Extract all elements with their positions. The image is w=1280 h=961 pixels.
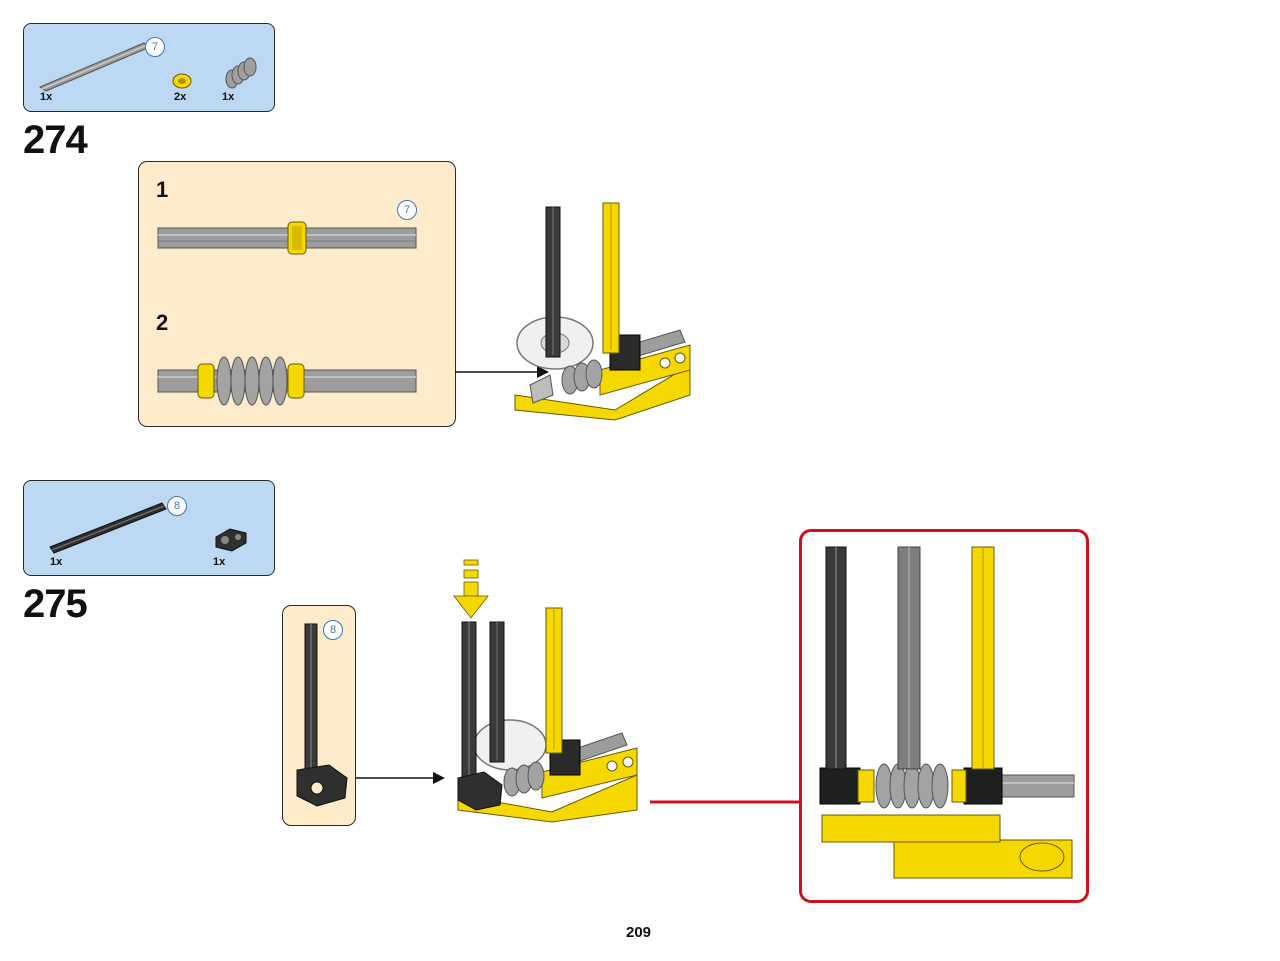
part-qty: 1x bbox=[213, 556, 226, 568]
subassembly-box-274: 1 7 2 bbox=[138, 161, 456, 427]
black-axle-part-icon bbox=[49, 502, 167, 554]
part-qty: 1x bbox=[50, 556, 63, 568]
axle-with-bush-illustration bbox=[157, 221, 417, 255]
part-qty: 1x bbox=[40, 91, 53, 103]
length-badge-7: 7 bbox=[145, 37, 165, 57]
detail-view-illustration bbox=[819, 546, 1075, 879]
yellow-bush-part-icon bbox=[172, 73, 192, 89]
substep-number-2: 2 bbox=[156, 310, 169, 335]
yellow-down-arrow-icon bbox=[453, 559, 489, 619]
subassembly-box-275: 8 bbox=[282, 605, 356, 826]
callout-connector-line bbox=[650, 800, 800, 804]
parts-list-275: 8 1x 1x bbox=[23, 480, 275, 576]
arrow-into-model-275 bbox=[355, 772, 445, 784]
page-number: 209 bbox=[626, 924, 652, 941]
length-badge-8: 8 bbox=[323, 620, 343, 640]
black-connector-part-icon bbox=[215, 528, 247, 552]
length-badge-7: 7 bbox=[397, 200, 417, 220]
part-qty: 1x bbox=[222, 91, 235, 103]
arrow-into-model-274 bbox=[455, 366, 549, 378]
worm-gear-part-icon bbox=[225, 57, 257, 89]
axle-with-connector-illustration bbox=[296, 623, 348, 807]
model-illustration-274 bbox=[514, 202, 691, 421]
step-number-274: 274 bbox=[23, 118, 88, 162]
callout-box-detail bbox=[799, 529, 1089, 903]
step-number-275: 275 bbox=[23, 582, 88, 626]
part-qty: 2x bbox=[174, 91, 187, 103]
axle-with-worm-gear-illustration bbox=[157, 356, 417, 406]
substep-number-1: 1 bbox=[156, 177, 169, 202]
parts-list-274: 7 1x 2x 1x bbox=[23, 23, 275, 112]
length-badge-8: 8 bbox=[167, 496, 187, 516]
model-illustration-275 bbox=[457, 607, 638, 823]
